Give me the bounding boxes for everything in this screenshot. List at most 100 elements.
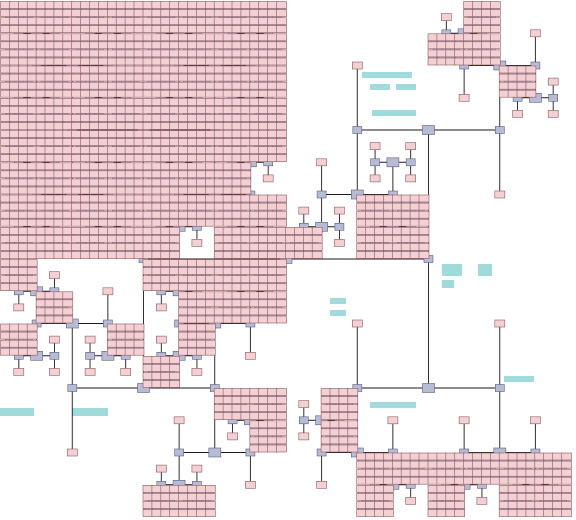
leaf-node[interactable] — [98, 1, 109, 9]
leaf-node[interactable] — [133, 65, 145, 74]
leaf-node[interactable] — [89, 130, 100, 138]
leaf-node[interactable] — [400, 194, 412, 203]
leaf-node[interactable] — [107, 33, 118, 42]
leaf-node[interactable] — [124, 73, 136, 82]
leaf-node[interactable] — [472, 25, 483, 34]
leaf-node[interactable] — [249, 41, 261, 50]
leaf-node[interactable] — [160, 194, 172, 203]
leaf-node[interactable] — [151, 65, 163, 74]
leaf-node[interactable] — [213, 194, 225, 203]
leaf-node[interactable] — [142, 355, 154, 364]
leaf-node[interactable] — [169, 235, 180, 243]
leaf-node[interactable] — [9, 283, 20, 292]
leaf-node[interactable] — [356, 492, 368, 501]
leaf-node[interactable] — [436, 452, 448, 461]
leaf-node[interactable] — [151, 509, 163, 517]
leaf-node[interactable] — [44, 49, 56, 58]
leaf-node[interactable] — [276, 9, 287, 17]
leaf-node[interactable] — [445, 452, 457, 461]
leaf-node[interactable] — [169, 73, 180, 82]
leaf-node[interactable] — [329, 436, 341, 445]
leaf-node[interactable] — [205, 122, 216, 130]
leaf-node[interactable] — [463, 468, 474, 477]
leaf-node[interactable] — [222, 89, 234, 98]
leaf-node[interactable] — [494, 190, 506, 199]
leaf-node[interactable] — [196, 315, 207, 324]
leaf-node[interactable] — [427, 57, 439, 66]
leaf-node[interactable] — [160, 114, 172, 122]
leaf-node[interactable] — [365, 235, 376, 243]
leaf-node[interactable] — [383, 501, 394, 509]
leaf-node[interactable] — [276, 194, 287, 203]
leaf-node[interactable] — [124, 81, 136, 90]
leaf-node[interactable] — [213, 130, 225, 138]
leaf-node[interactable] — [365, 476, 376, 485]
leaf-node[interactable] — [160, 49, 172, 58]
leaf-node[interactable] — [98, 65, 109, 74]
leaf-node[interactable] — [249, 315, 261, 324]
leaf-node[interactable] — [249, 210, 261, 219]
leaf-node[interactable] — [240, 17, 252, 26]
leaf-node[interactable] — [115, 89, 127, 98]
leaf-node[interactable] — [231, 65, 243, 74]
leaf-node[interactable] — [240, 283, 252, 292]
leaf-node[interactable] — [62, 17, 74, 26]
leaf-node[interactable] — [160, 130, 172, 138]
leaf-node[interactable] — [115, 186, 127, 195]
leaf-node[interactable] — [205, 65, 216, 74]
leaf-node[interactable] — [169, 186, 180, 195]
leaf-node[interactable] — [205, 25, 216, 34]
leaf-node[interactable] — [124, 41, 136, 50]
leaf-node[interactable] — [89, 49, 100, 58]
leaf-node[interactable] — [133, 170, 145, 179]
leaf-node[interactable] — [26, 210, 38, 219]
leaf-node[interactable] — [9, 347, 20, 356]
leaf-node[interactable] — [418, 227, 430, 235]
leaf-node[interactable] — [400, 218, 412, 227]
leaf-node[interactable] — [89, 170, 100, 179]
leaf-node[interactable] — [267, 146, 278, 154]
leaf-node[interactable] — [133, 9, 145, 17]
leaf-node[interactable] — [356, 210, 368, 219]
leaf-node[interactable] — [338, 396, 350, 404]
leaf-node[interactable] — [356, 468, 368, 477]
leaf-node[interactable] — [71, 49, 82, 58]
leaf-node[interactable] — [507, 501, 519, 509]
leaf-node[interactable] — [9, 65, 20, 74]
leaf-node[interactable] — [391, 202, 403, 211]
leaf-node[interactable] — [231, 291, 243, 300]
leaf-node[interactable] — [205, 331, 216, 340]
leaf-node[interactable] — [276, 436, 287, 445]
leaf-node[interactable] — [26, 146, 38, 154]
leaf-node[interactable] — [178, 154, 189, 162]
leaf-node[interactable] — [222, 202, 234, 211]
leaf-node[interactable] — [160, 501, 172, 509]
leaf-node[interactable] — [258, 202, 270, 211]
leaf-node[interactable] — [107, 81, 118, 90]
leaf-node[interactable] — [196, 98, 207, 106]
leaf-node[interactable] — [133, 227, 145, 235]
leaf-node[interactable] — [17, 122, 29, 130]
leaf-node[interactable] — [249, 138, 261, 146]
leaf-node[interactable] — [196, 89, 207, 98]
leaf-node[interactable] — [334, 206, 345, 215]
leaf-node[interactable] — [427, 501, 439, 509]
leaf-node[interactable] — [35, 122, 47, 130]
leaf-node[interactable] — [258, 194, 270, 203]
leaf-node[interactable] — [17, 98, 29, 106]
leaf-node[interactable] — [133, 89, 145, 98]
leaf-node[interactable] — [338, 420, 350, 429]
leaf-node[interactable] — [178, 178, 189, 187]
leaf-node[interactable] — [160, 243, 172, 251]
leaf-node[interactable] — [178, 307, 189, 316]
leaf-node[interactable] — [178, 57, 189, 66]
leaf-node[interactable] — [227, 432, 238, 441]
leaf-node[interactable] — [267, 428, 278, 437]
leaf-node[interactable] — [276, 130, 287, 138]
leaf-node[interactable] — [267, 81, 278, 90]
leaf-node[interactable] — [26, 41, 38, 50]
leaf-node[interactable] — [205, 210, 216, 219]
leaf-node[interactable] — [107, 122, 118, 130]
leaf-node[interactable] — [98, 89, 109, 98]
leaf-node[interactable] — [169, 363, 180, 372]
